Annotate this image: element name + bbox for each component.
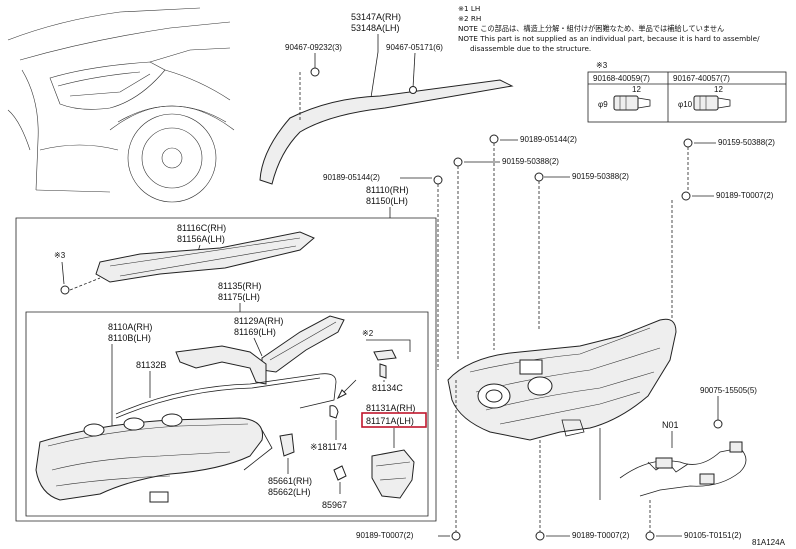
headlamp-assembly-right [447,318,677,500]
actuator-group: 85661(RH) 85662(LH) 85967 [268,433,347,510]
bottom-callouts: 90189-T0007(2) 90189-T0007(2) 90105-T015… [356,380,742,541]
trim-molding-group: 53147A(RH) 53148A(LH) 90467-09232(3) 904… [259,12,514,185]
label-81129a: 81129A(RH) [234,316,283,326]
bulb-socket [371,449,415,499]
table-len1: 12 [632,85,641,94]
bracket-81129a-group: 81129A(RH) 81169(LH) [175,315,345,385]
label-mark-2: ※2 [362,329,374,338]
label-90189-t0007-b1: 90189-T0007(2) [356,531,414,540]
label-81134c: 81134C [372,383,403,393]
upper-bracket [95,231,315,283]
label-90159-50388-c: 90159-50388(2) [718,138,775,147]
part-81174-group: ※181174 [310,405,347,452]
table-mark: ※3 [596,61,608,70]
label-90159-50388-a: 90159-50388(2) [502,157,559,166]
table-col1: 90168-40059(7) [593,74,650,83]
inner-bracket [261,315,345,373]
note-lh: ※1 LH [458,4,480,13]
label-85967: 85967 [322,500,347,510]
label-8110a: 8110A(RH) [108,322,152,332]
note-en-2: disassemble due to the structure. [470,44,591,53]
label-90189-05144-top: 90189-05144(2) [520,135,577,144]
label-90159-50388-b: 90159-50388(2) [572,172,629,181]
label-85661: 85661(RH) [268,476,312,486]
label-53147a: 53147A(RH) [351,12,401,22]
label-90467-05171: 90467-05171(6) [386,43,443,52]
label-n01: N01 [662,420,679,430]
wire-81132b-group: 81132B [115,360,337,419]
label-81156a: 81156A(LH) [177,234,225,244]
label-85662: 85662(LH) [268,487,311,497]
table-dim1: φ9 [598,100,608,109]
fastener-callouts: 90189-05144(2) 90159-50388(2) 90159-5038… [323,134,775,370]
label-90189-05144-left: 90189-05144(2) [323,173,380,182]
label-8110b: 8110B(LH) [108,333,151,343]
vehicle-front-sketch [7,7,235,203]
label-90189-t0007-b2: 90189-T0007(2) [572,531,630,540]
upper-bracket-group: 81116C(RH) 81156A(LH) ※3 [54,223,315,295]
highlight-81171a [361,412,427,428]
label-90467-09232: 90467-09232(3) [285,43,342,52]
label-90105-t0151: 90105-T0151(2) [684,531,742,540]
bulb-81131a-group: 81131A(RH) 81171A(LH) [361,403,427,499]
table-len2: 12 [714,85,723,94]
note-rh: ※2 RH [458,14,481,23]
label-81174: ※181174 [310,442,347,452]
label-81116c: 81116C(RH) [177,223,226,233]
trim-molding [259,79,514,185]
headlamp-housing-left [35,413,273,503]
label-81175: 81175(LH) [218,292,260,302]
figure-id: 81A124A [752,538,786,547]
label-81150: 81150(LH) [366,196,408,206]
note-en-1: NOTE This part is not supplied as an ind… [458,34,760,43]
label-90189-t0007-right: 90189-T0007(2) [716,191,774,200]
note-jp: NOTE この部品は、構造上分解・組付けが困難なため、単品では補給していません [458,24,724,33]
notes-block: ※1 LH ※2 RH NOTE この部品は、構造上分解・組付けが困難なため、単… [458,4,760,53]
label-81110: 81110(RH) [366,185,409,195]
table-col2: 90167-40057(7) [673,74,730,83]
clip-table: ※3 90168-40059(7) 90167-40057(7) φ9 φ10 … [587,61,787,123]
label-90075: 90075-15505(5) [700,386,757,395]
label-81135: 81135(RH) [218,281,261,291]
label-81132b: 81132B [136,360,166,370]
label-53148a: 53148A(LH) [351,23,400,33]
harness-group: 90075-15505(5) N01 [619,386,757,497]
assembly-frame [15,217,437,522]
label-81131a: 81131A(RH) [366,403,415,413]
table-dim2: φ10 [678,100,693,109]
label-81171a: 81171A(LH) [366,416,414,426]
label-81169: 81169(LH) [234,327,276,337]
socket-81134c-group: ※2 81134C [362,329,411,393]
label-mark-3: ※3 [54,251,66,260]
lamp-unit-frame [25,311,429,517]
